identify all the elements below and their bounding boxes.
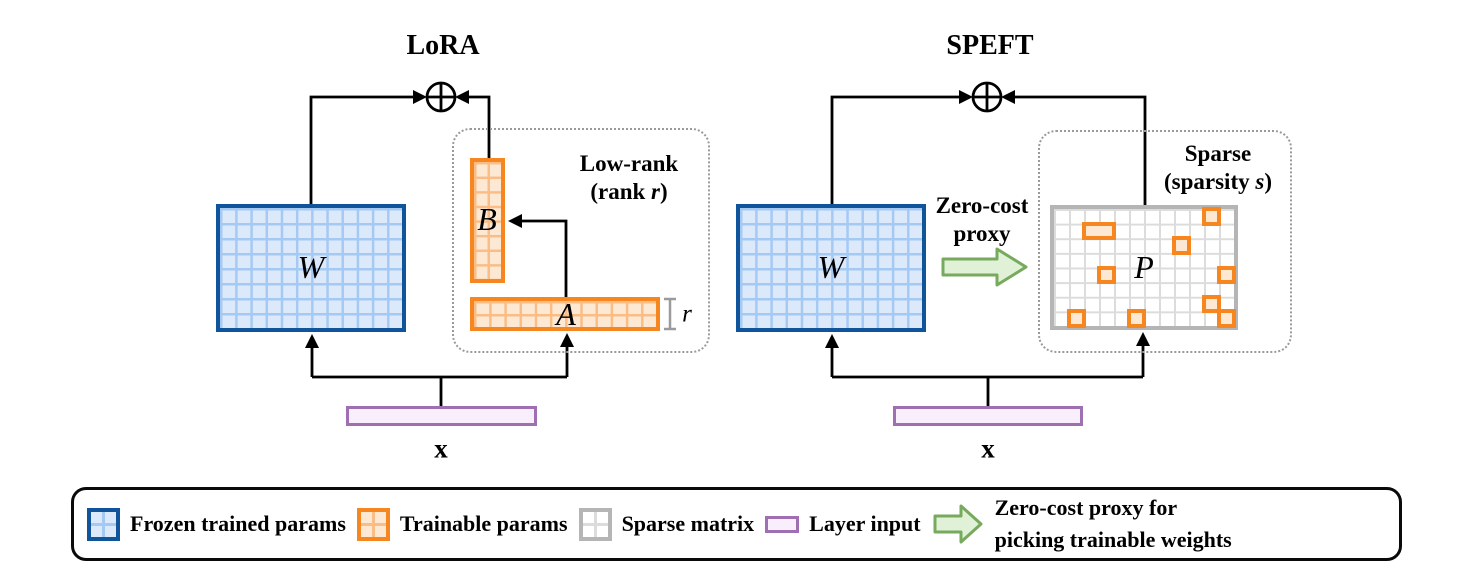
legend-label: Sparse matrix [621,511,755,536]
speft-w-label: W [817,249,845,285]
speft-w-to-sum-wire [830,95,959,204]
arrowhead-left-icon [455,90,469,104]
lora-input-wires [310,346,569,406]
arrowhead-right-icon [959,90,973,104]
lora-layer-input-bar [346,406,537,426]
selected-weight-cell [1217,265,1236,285]
speft-p-label: P [1134,249,1154,285]
selected-weight-cell [1217,309,1236,329]
rank-dim-label: r [682,300,692,328]
selected-weight-cell [1202,294,1221,314]
arrowhead-right-icon [413,90,427,104]
speft-layer-input-bar [893,406,1083,426]
speft-title: SPEFT [946,30,1034,61]
selected-weight-cell [1097,265,1116,285]
rank-var: r [651,179,660,204]
sparse-note-line2: (sparsity s) [1164,169,1272,194]
lora-b-label: B [477,201,497,237]
arrowhead-up-icon [825,334,839,348]
speft-input-wires [830,345,1145,406]
selected-weight-cell [1202,207,1221,226]
selected-weight-cell [1127,309,1146,329]
speft-sparse-note: Sparse (sparsity s) [1164,140,1272,196]
frozen-params-swatch-icon [87,507,120,541]
legend-box: Frozen trained params Trainable params S… [71,487,1402,561]
trainable-params-swatch-icon [356,507,390,541]
legend-proxy-line2: picking trainable weights [994,527,1232,552]
selected-weight-cell [1067,309,1086,329]
zero-cost-proxy-note: Zero-cost proxy [936,192,1029,248]
sparse-note-line1: Sparse [1184,140,1252,166]
proxy-note-line1: Zero-cost [935,192,1029,218]
lora-w-to-sum-wire [309,95,413,204]
lora-input-label: x [434,433,448,464]
layer-input-swatch-icon [765,515,800,533]
speft-sum-oplus-icon [971,81,1003,113]
sparsity-var: s [1255,169,1265,194]
zero-cost-proxy-arrow-icon [933,504,983,544]
lora-matrix-b [470,158,505,283]
sparse-matrix-swatch-icon [578,507,612,541]
proxy-note-line2: proxy [953,221,1011,246]
sparse-matrix-p [1050,205,1238,330]
arrowhead-up-icon [305,334,319,348]
selected-weight-cell [1082,221,1116,241]
legend-label: Frozen trained params [130,511,346,536]
lora-a-label: A [556,296,576,332]
legend-item-input: Layer input [765,511,921,537]
speft-sparse-group-box [1038,130,1292,353]
lora-frozen-matrix-w [216,204,406,332]
zero-cost-proxy-arrow-icon [941,247,1028,287]
lora-sum-oplus-icon [425,81,457,113]
legend-proxy-line1: Zero-cost proxy for [994,495,1178,521]
lora-title: LoRA [406,30,480,61]
legend-item-frozen: Frozen trained params [87,507,346,541]
legend-item-proxy: Zero-cost proxy for picking trainable we… [932,492,1232,556]
lora-lowrank-note: Low-rank (rank r) [580,150,678,206]
arrowhead-left-icon [1001,90,1015,104]
lora-matrix-a [470,297,660,331]
selected-weight-cell [1172,236,1191,255]
lora-lowrank-group-box [452,128,710,353]
legend-item-trainable: Trainable params [356,507,568,541]
speft-input-label: x [981,433,995,464]
speft-frozen-matrix-w [736,204,926,332]
lowrank-note-line1: Low-rank [579,150,679,176]
legend-item-sparse: Sparse matrix [578,507,755,541]
legend-label-proxy: Zero-cost proxy for picking trainable we… [995,492,1232,556]
lowrank-note-line2: (rank r) [590,179,668,204]
legend-label: Layer input [809,511,921,536]
lora-w-label: W [297,249,325,285]
legend-label: Trainable params [399,511,568,536]
